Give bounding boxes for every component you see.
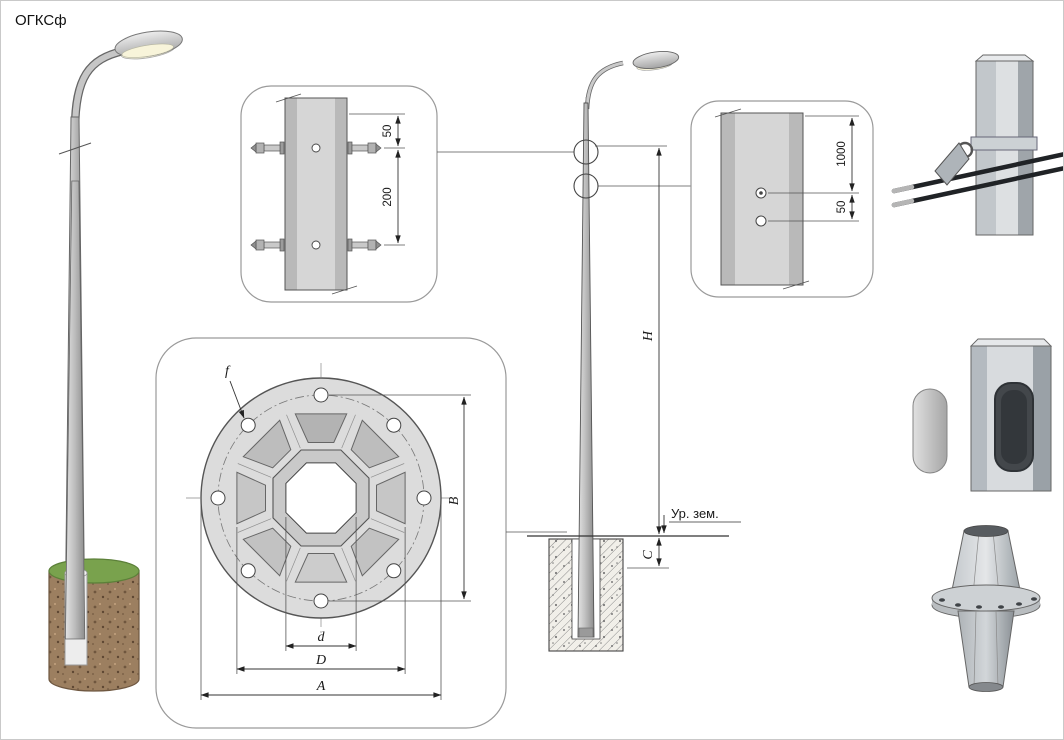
ground-level-label: Ур. зем. xyxy=(671,506,719,521)
lamp-head xyxy=(114,30,183,60)
dim-label-1000: 1000 xyxy=(836,141,848,167)
flange-bolt-holes-3d xyxy=(939,597,1037,609)
pole-elevation-view: Ур. зем. H C xyxy=(437,51,741,652)
pole-shaft-lower xyxy=(64,180,86,640)
wedge-clamp xyxy=(934,142,970,186)
band-clamp xyxy=(970,136,1038,151)
dim-label-B: B xyxy=(447,496,462,505)
cable-1 xyxy=(891,152,1063,194)
dim-label-A: A xyxy=(316,679,326,694)
dim-label-200: 200 xyxy=(382,187,394,206)
column-facet-left xyxy=(721,113,735,285)
skirt-bottom xyxy=(968,682,1004,692)
door-cover-plate xyxy=(912,388,948,474)
pole-shaft xyxy=(577,102,595,638)
column-facet-left xyxy=(285,98,297,290)
callout-circle-upper xyxy=(573,139,599,165)
bolt-pair-lower xyxy=(250,238,382,252)
foundation-grass-top xyxy=(48,558,140,584)
bracket-arm xyxy=(72,48,124,132)
dim-label-f: f xyxy=(225,364,231,379)
pole-top-cap xyxy=(974,54,1035,62)
flange-skirt xyxy=(957,610,1015,688)
dim-label-D: D xyxy=(315,653,326,668)
drawing-title: ОГКСф xyxy=(15,12,67,29)
dim-label-C: C xyxy=(641,550,656,560)
gusset-plates xyxy=(236,413,406,583)
cable-2 xyxy=(891,166,1063,208)
break-mark xyxy=(714,108,742,118)
break-mark xyxy=(275,93,302,103)
bolt-pair-upper xyxy=(250,141,382,155)
groove-lines xyxy=(237,414,405,582)
dim-label-50: 50 xyxy=(382,125,394,138)
lamp-head xyxy=(632,51,680,71)
hole-lower xyxy=(755,215,767,227)
callout-circle-lower xyxy=(573,173,599,199)
foundation-cylinder xyxy=(48,570,140,692)
facet-line xyxy=(995,610,999,688)
base-flange-render xyxy=(931,525,1041,692)
bracket-arm xyxy=(585,61,624,110)
facet-line xyxy=(972,530,980,596)
column-facet-right xyxy=(335,98,347,290)
break-mark xyxy=(331,285,358,295)
flange-plan-view: f B d D A xyxy=(155,337,507,729)
break-mark xyxy=(58,142,92,155)
cable-1-tip xyxy=(891,184,915,194)
break-mark xyxy=(782,280,810,290)
collar-opening xyxy=(963,525,1009,537)
hole-upper-center xyxy=(759,191,763,195)
octagon-hole xyxy=(285,462,357,534)
clamp-hole-bottom xyxy=(311,240,321,250)
pole-base-plug xyxy=(578,627,594,638)
dim-label-H: H xyxy=(641,330,656,342)
dim-label-50: 50 xyxy=(836,201,848,214)
facet-line xyxy=(973,610,977,688)
pole-outline xyxy=(970,345,1052,492)
cable-clamp-render xyxy=(891,54,1063,236)
pole-facet xyxy=(1033,346,1051,491)
column-facet-right xyxy=(789,113,803,285)
pole-3d-render xyxy=(48,30,183,692)
hole-detail-view: 1000 50 xyxy=(690,100,874,298)
dim-label-d: d xyxy=(318,630,326,645)
facet-line xyxy=(992,530,1000,596)
f-leader xyxy=(229,380,245,419)
flange-plate-top xyxy=(931,584,1041,612)
clamp-detail-view: 50 200 xyxy=(240,85,438,303)
clamp-hole-top xyxy=(311,143,321,153)
access-door-render xyxy=(912,338,1053,492)
column-outline xyxy=(284,97,348,291)
pole-facet xyxy=(971,346,987,491)
flange-bolt-holes xyxy=(210,387,432,609)
cable-2-tip xyxy=(891,198,915,208)
column-outline xyxy=(720,112,804,286)
door-opening-inner xyxy=(1001,390,1027,464)
pole-top-cap xyxy=(969,338,1053,347)
